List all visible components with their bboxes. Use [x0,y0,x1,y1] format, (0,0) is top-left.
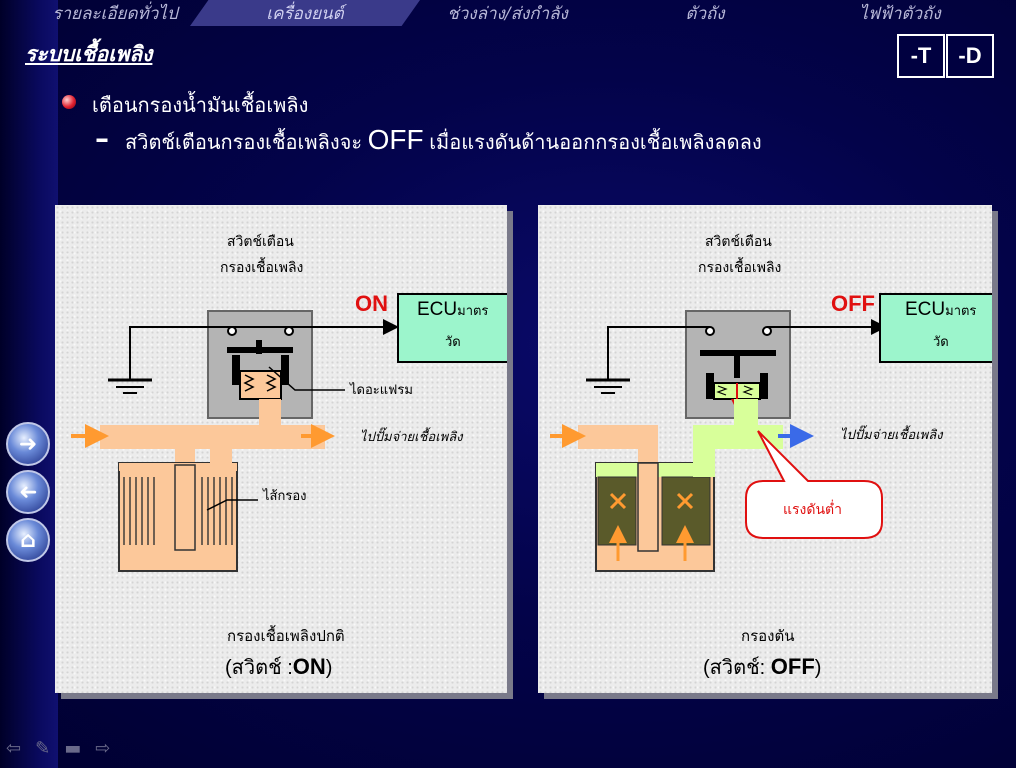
switch-label-2: กรองเชื้อเพลิง [698,259,782,275]
right-diagram-panel: สวิตช์เตือน กรองเชื้อเพลิง OFF ECUมาตร ว… [538,205,992,693]
switch-label-1: สวิตช์เตือน [227,233,294,249]
caption-line-1: กรองเชื้อเพลิงปกติ [227,628,345,645]
sub-bullet-text: สวิตช์เตือนกรองเชื้อเพลิงจะ OFF เมื่อแรง… [125,124,762,158]
ecu-text: ECU [417,299,458,320]
diaphragm-label: ไดอะแฟรม [350,382,413,397]
tab-general[interactable]: รายละเอียดทั่วไป [52,3,178,24]
top-navigation: รายละเอียดทั่วไป เครื่องยนต์ ช่วงล่าง/ส่… [0,0,1016,26]
low-pressure-label: แรงดันต่ำ [783,501,842,517]
caption-suffix: ) [325,657,333,679]
switch-label-2: กรองเชื้อเพลิง [220,259,304,275]
to-pump-label: ไปปั๊มจ่ายเชื้อเพลิง [840,427,943,442]
caption-state: OFF [770,654,815,679]
right-diagram [550,293,992,572]
state-label: ON [355,291,388,316]
caption-suffix: ) [814,657,822,679]
caption-prefix: (สวิตช์ : [225,657,293,679]
left-diagram-panel: สวิตช์เตือน กรองเชื้อเพลิง ON ECUมาตร วั… [55,205,507,693]
menu-icon[interactable]: ▬ [64,738,82,759]
dash-icon: – [95,122,109,155]
ecu-label: ECUมาตร [417,299,488,321]
switch-label-1: สวิตช์เตือน [705,233,772,249]
ecu-gauge-text: วัด [933,334,949,349]
tab-body[interactable]: ตัวถัง [685,3,725,24]
filter-label: ไส้กรอง [263,488,307,503]
ecu-meter-text: มาตร [945,303,977,318]
tab-body-electrical[interactable]: ไฟฟ้าตัวถัง [859,3,941,24]
d-badge-button[interactable]: -D [946,34,994,78]
sub-bullet-part1: สวิตช์เตือนกรองเชื้อเพลิงจะ [125,132,363,154]
state-label: OFF [831,291,875,316]
low-pressure-callout [745,430,883,539]
forward-icon[interactable]: ➜ [6,422,50,466]
home-icon[interactable]: ⌂ [6,518,50,562]
prev-icon[interactable]: ⇦ [6,738,22,759]
ecu-box [397,293,507,363]
ecu-label: ECUมาตร [905,299,976,321]
caption-line-2: (สวิตช์ :ON) [225,651,332,683]
next-icon[interactable]: ⇨ [95,738,111,759]
bullet-heading: เตือนกรองน้ำมันเชื้อเพลิง [92,95,309,117]
sub-bullet-part2: เมื่อแรงดันด้านออกกรองเชื้อเพลิงลดลง [429,132,762,154]
ecu-meter-text: มาตร [457,303,489,318]
tab-engine[interactable]: เครื่องยนต์ [190,0,420,26]
pen-icon[interactable]: ✎ [35,738,51,759]
bottom-toolbar: ⇦ ✎ ▬ ⇨ [6,738,110,759]
bullet-icon [62,95,76,109]
to-pump-label: ไปปั๊มจ่ายเชื้อเพลิง [360,429,463,444]
left-sidebar [0,0,58,768]
tab-chassis[interactable]: ช่วงล่าง/ส่งกำลัง [447,3,568,24]
caption-state: ON [292,654,326,679]
left-diagram [71,293,507,572]
page-title: ระบบเชื้อเพลิง [25,41,153,66]
caption-prefix: (สวิตช์: [703,657,766,679]
caption-line-2: (สวิตช์: OFF) [703,651,821,683]
caption-line-1: กรองตัน [741,628,795,645]
t-badge-button[interactable]: -T [897,34,945,78]
sub-bullet-off: OFF [367,124,424,155]
ecu-text: ECU [905,299,946,320]
ecu-gauge-text: วัด [445,334,461,349]
back-icon[interactable]: ➜ [6,470,50,514]
